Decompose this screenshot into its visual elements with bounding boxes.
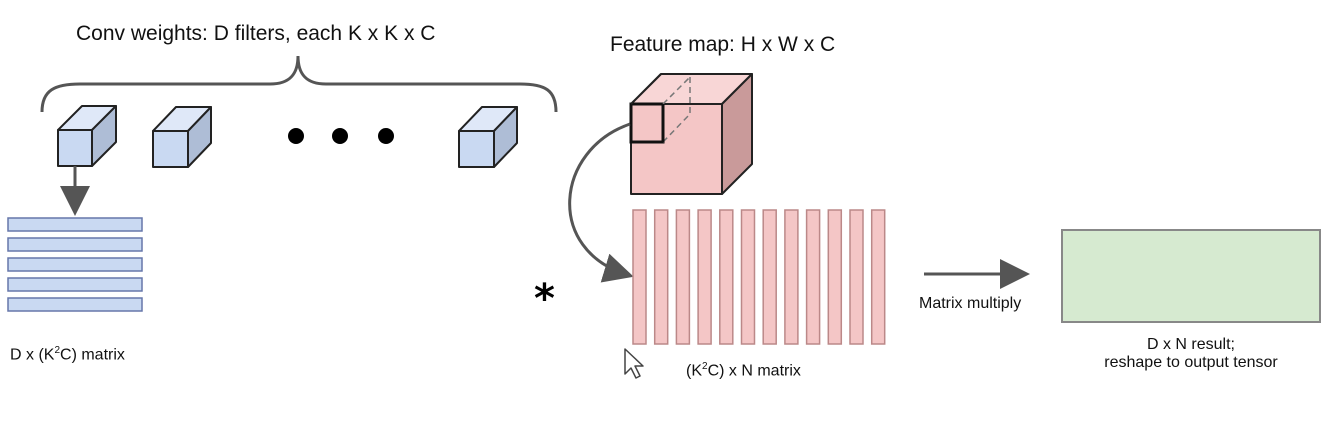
column-matrix-column (827, 209, 843, 345)
weight-matrix-label-pre: D x (K (10, 346, 55, 364)
ellipsis-dots (288, 128, 394, 144)
curved-arrow (568, 122, 634, 283)
weight-matrix-row (7, 277, 143, 292)
result-caption: D x N result; reshape to output tensor (1062, 336, 1320, 372)
filter-cube (57, 105, 117, 167)
filter-cube (458, 106, 518, 168)
weight-matrix-label: D x (K2C) matrix (10, 345, 125, 364)
filters-brace (40, 55, 558, 113)
matrix-multiply-label: Matrix multiply (919, 295, 1022, 312)
weight-matrix-label-sup: 2 (54, 345, 61, 356)
column-matrix-column (870, 209, 886, 345)
column-matrix-column (849, 209, 864, 345)
weight-matrix (7, 217, 143, 312)
result-caption-line2: reshape to output tensor (1104, 354, 1278, 371)
column-matrix-column (762, 209, 777, 345)
column-matrix-label-sup: 2 (702, 361, 708, 372)
result-matrix (1061, 229, 1321, 323)
weight-matrix-row (7, 257, 143, 272)
column-matrix-column (632, 209, 647, 345)
feature-map-cube (630, 73, 753, 195)
feature-map-title: Feature map: H x W x C (610, 33, 836, 56)
result-caption-line1: D x N result; (1146, 336, 1235, 353)
column-matrix-column (740, 209, 756, 345)
weight-matrix-row (7, 297, 143, 312)
column-matrix-column (697, 209, 712, 345)
mouse-cursor-icon (624, 348, 644, 379)
column-matrix-column (719, 209, 734, 345)
weight-matrix-label-post: C) matrix (60, 346, 125, 364)
column-matrix-column (805, 209, 821, 345)
column-matrix-column (784, 209, 799, 345)
conv-weights-title: Conv weights: D filters, each K x K x C (76, 22, 436, 45)
column-matrix-column (653, 209, 669, 345)
column-matrix-label-pre: (K (686, 362, 702, 380)
filter-cube (152, 106, 212, 168)
receptive-field-block (629, 73, 691, 144)
weight-matrix-row (7, 217, 143, 232)
column-matrix-column (675, 209, 691, 345)
weight-matrix-row (7, 237, 143, 252)
column-matrix-label-post: C) x N matrix (707, 362, 801, 380)
column-matrix-label: (K2C) x N matrix (686, 361, 801, 380)
convolution-symbol: * (534, 276, 555, 322)
column-matrix (632, 209, 886, 345)
